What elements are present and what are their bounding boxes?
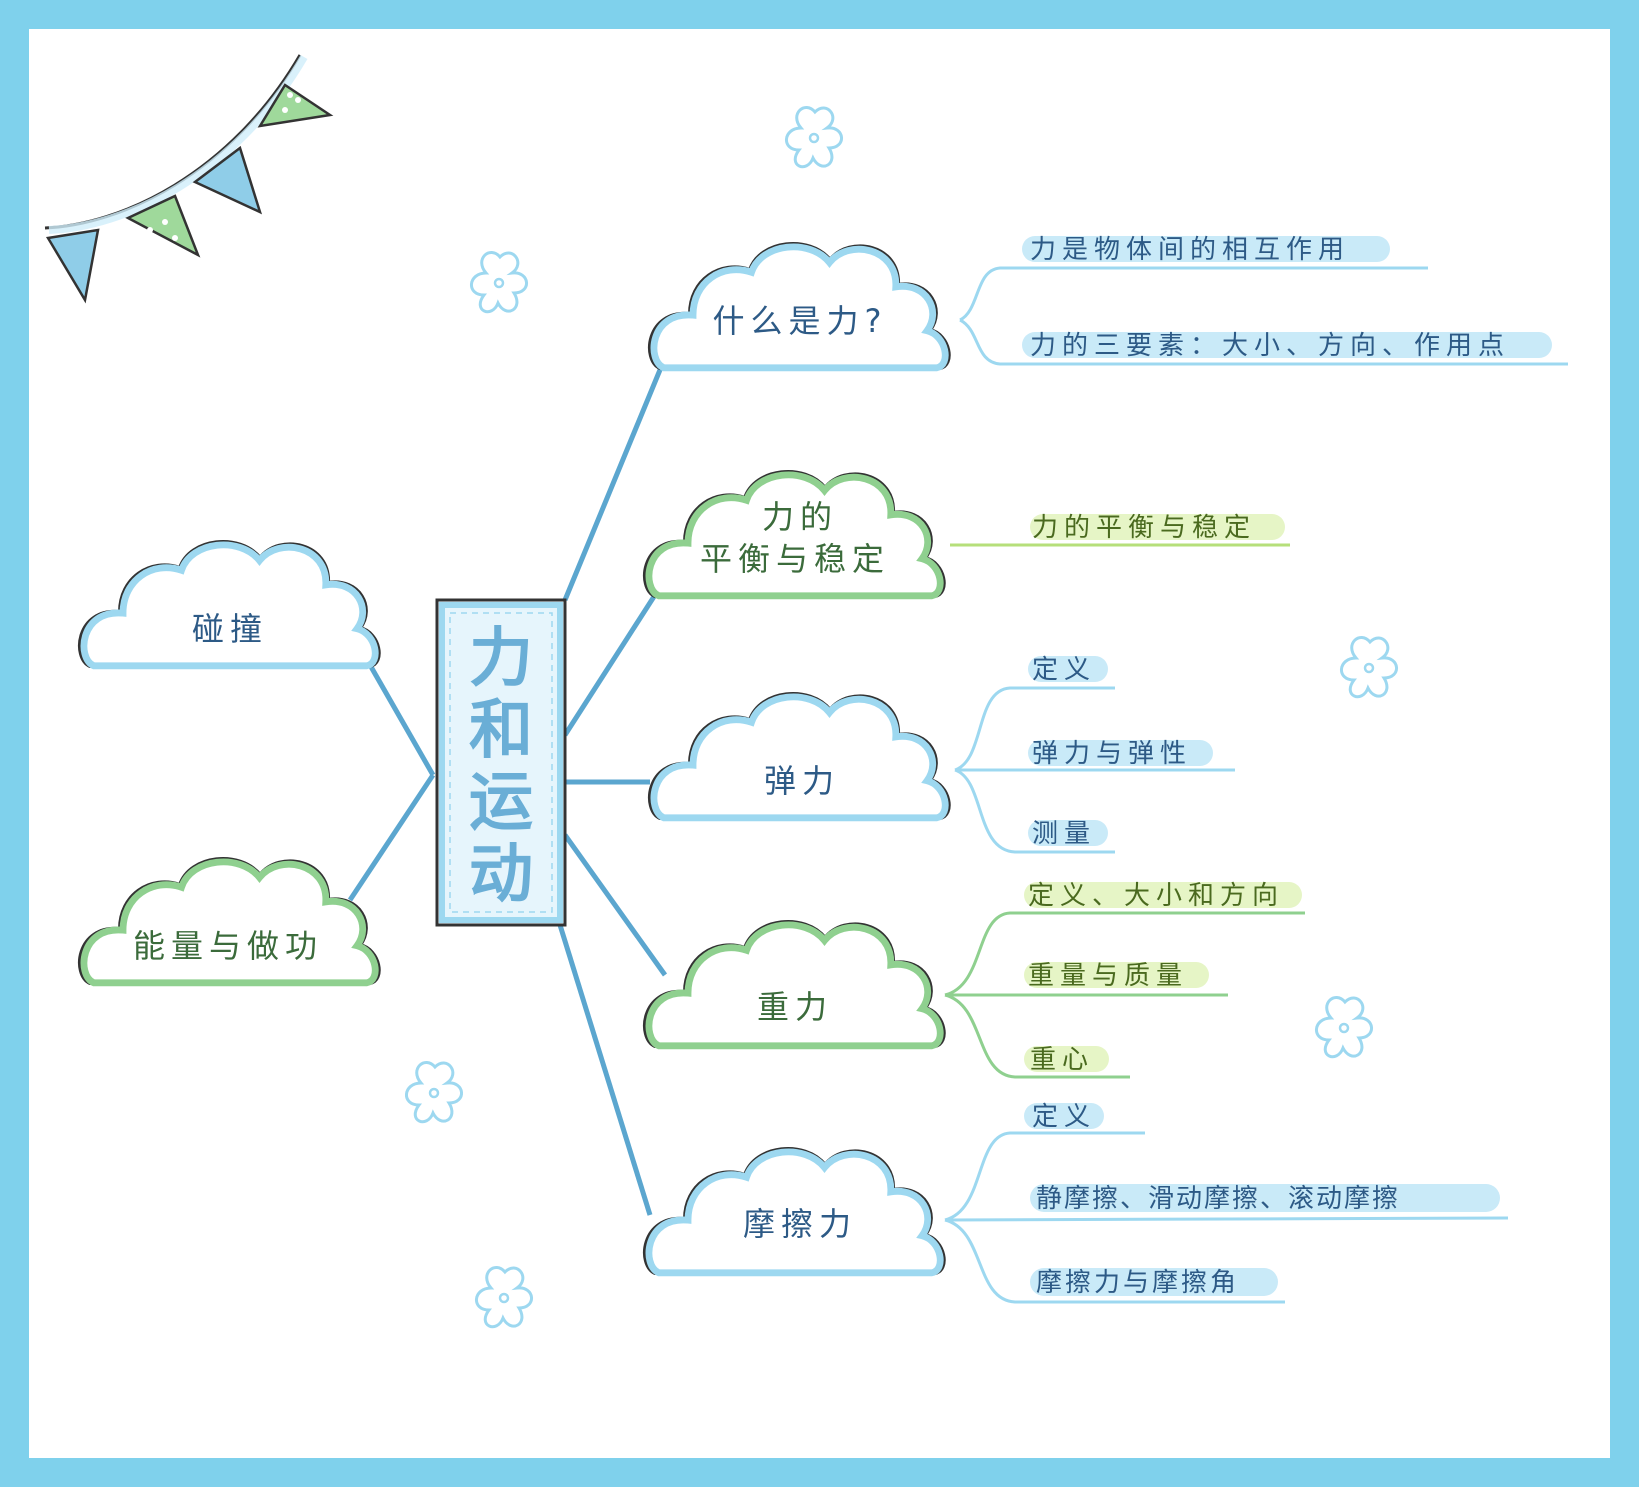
- leaf-item: 摩擦力与摩擦角: [1036, 1268, 1239, 1298]
- leaf-item: 测量: [1032, 819, 1096, 849]
- leaf-item: 重心: [1030, 1045, 1094, 1075]
- flower-icon: [404, 1060, 464, 1124]
- flower-icon: [1314, 995, 1374, 1059]
- right-node-friction[interactable]: 摩擦力: [642, 1146, 946, 1273]
- flower-icon: [474, 1265, 534, 1329]
- left-node-energy-work[interactable]: 能量与做功: [77, 856, 381, 983]
- leaf-item: 静摩擦、滑动摩擦、滚动摩擦: [1036, 1184, 1400, 1214]
- node-label: 什么是力?: [713, 302, 888, 340]
- center-node[interactable]: 力 和 运 动: [435, 598, 567, 927]
- leaf-item: 定义、大小和方向: [1028, 881, 1284, 911]
- right-node-elastic-force[interactable]: 弹力: [647, 691, 951, 818]
- flower-icon: [469, 250, 529, 314]
- node-label-line: 力的: [762, 498, 838, 536]
- leaf-item: 重量与质量: [1028, 961, 1188, 991]
- node-label-line: 平衡与稳定: [700, 540, 890, 578]
- center-char: 运: [469, 766, 533, 840]
- right-node-what-is-force[interactable]: 什么是力?: [647, 241, 951, 368]
- center-char: 动: [469, 838, 533, 912]
- leaf-item: 力的三要素：大小、方向、作用点: [1030, 331, 1510, 361]
- node-label: 能量与做功: [133, 927, 323, 965]
- leaf-item: 弹力与弹性: [1032, 739, 1192, 769]
- leaf-connectors: [944, 266, 1568, 1304]
- center-char: 和: [469, 694, 533, 768]
- leaf-item: 力是物体间的相互作用: [1030, 235, 1350, 265]
- leaf-texts: 力是物体间的相互作用 力的三要素：大小、方向、作用点 力的平衡与稳定 定义 弹力…: [1028, 235, 1510, 1298]
- leaf-highlights: [1022, 236, 1552, 1296]
- leaf-item: 定义: [1032, 1102, 1096, 1132]
- node-label: 弹力: [764, 762, 840, 800]
- branch-lines: [347, 364, 668, 1216]
- flower-icon: [1339, 635, 1399, 699]
- right-node-balance-stability[interactable]: 力的 平衡与稳定: [642, 469, 946, 596]
- right-node-gravity[interactable]: 重力: [642, 919, 946, 1046]
- node-label: 碰撞: [192, 610, 268, 648]
- leaf-item: 定义: [1032, 655, 1096, 685]
- bunting-flags-icon: [44, 54, 334, 304]
- left-node-collision[interactable]: 碰撞: [77, 539, 381, 666]
- flower-icon: [784, 105, 844, 169]
- node-label: 摩擦力: [743, 1205, 857, 1243]
- leaf-item: 力的平衡与稳定: [1032, 513, 1256, 543]
- node-label: 重力: [757, 988, 833, 1026]
- center-char: 力: [469, 622, 533, 696]
